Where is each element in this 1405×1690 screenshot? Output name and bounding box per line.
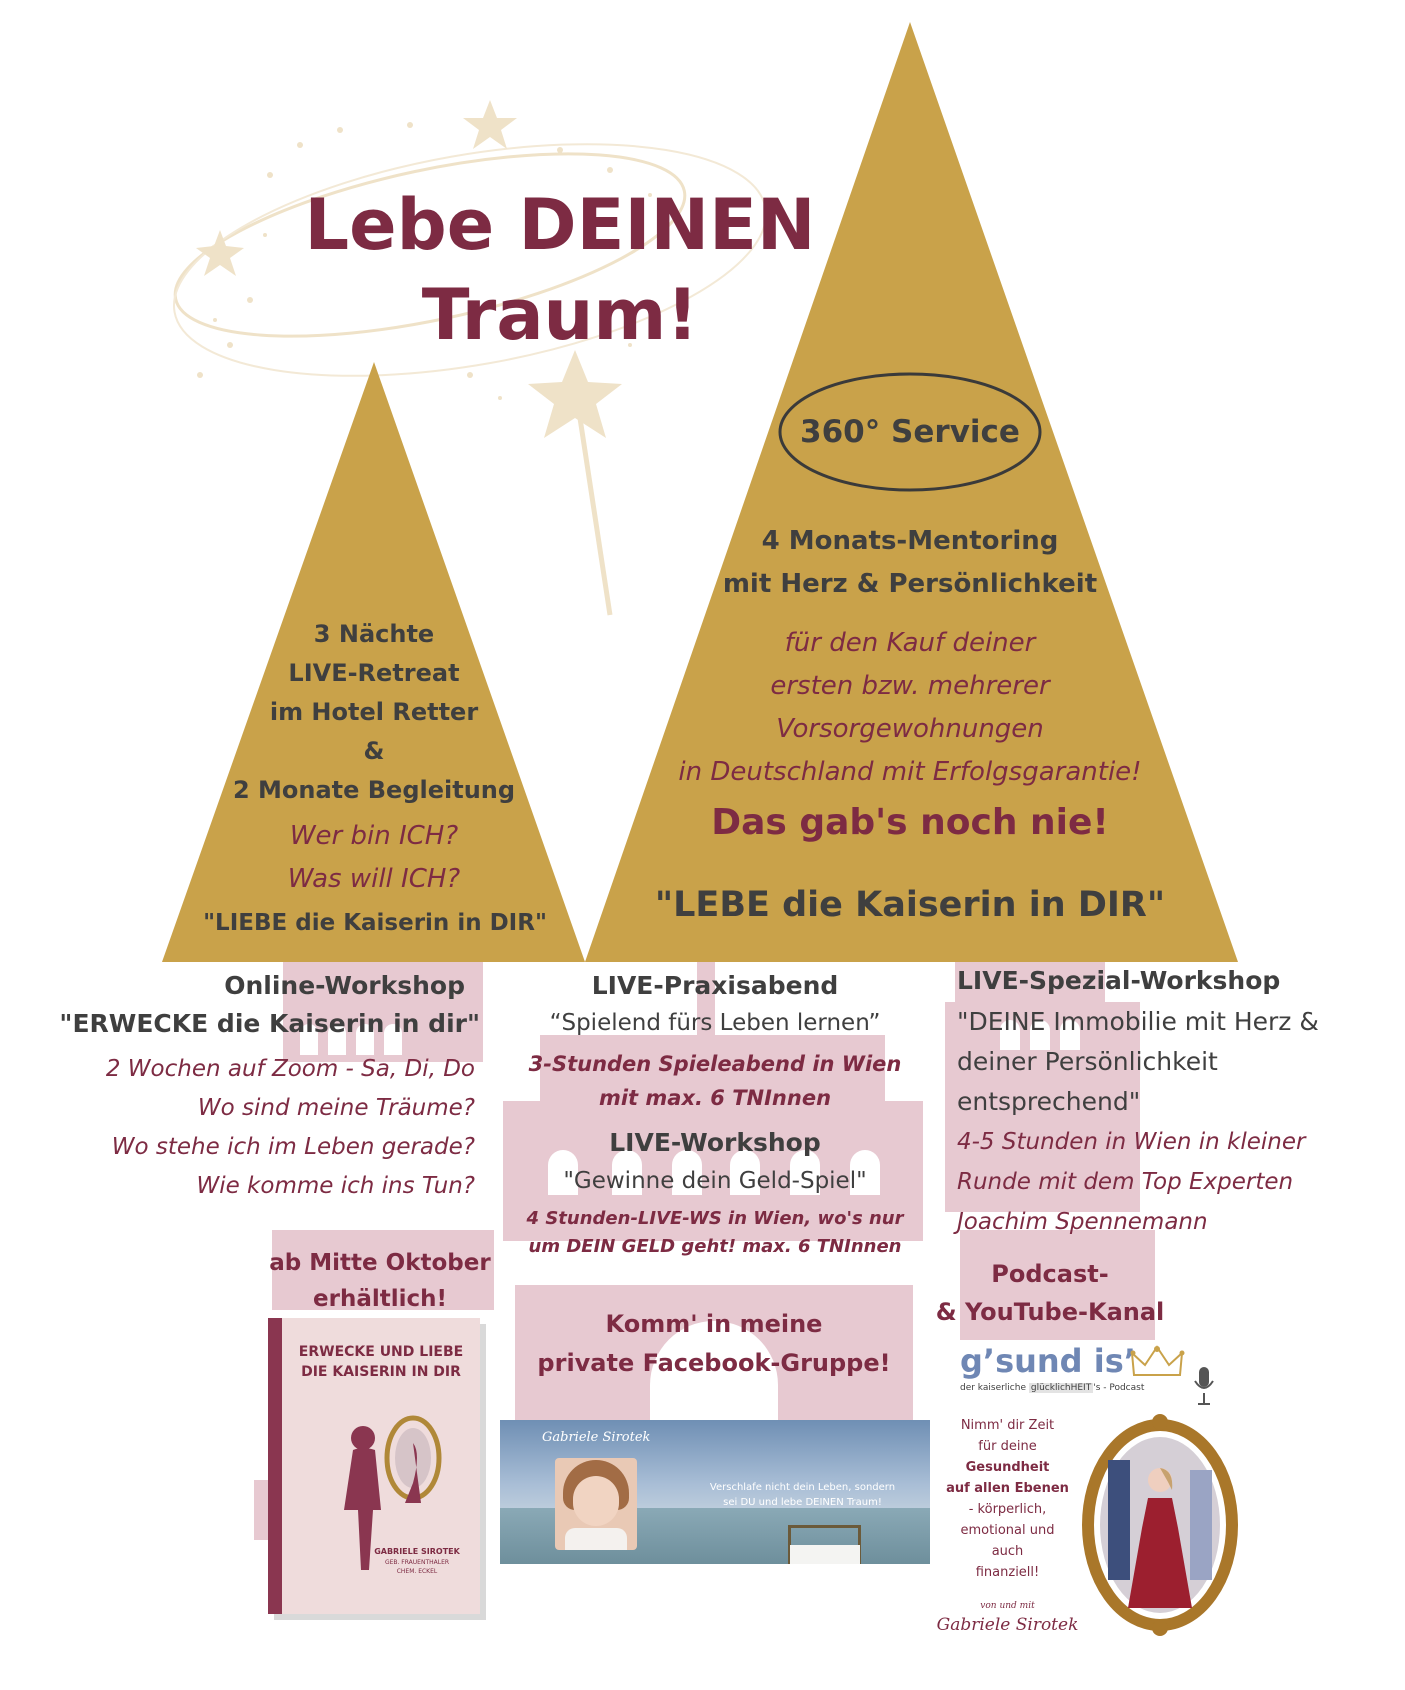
microphone-icon xyxy=(1194,1367,1214,1405)
right-peak-motto: "LEBE die Kaiserin in DIR" xyxy=(654,885,1166,925)
facebook-banner[interactable]: Gabriele Sirotek Verschlafe nicht dein L… xyxy=(500,1420,930,1564)
star-icon xyxy=(528,350,622,438)
mirror-portrait-icon xyxy=(1082,1414,1238,1636)
online-workshop-details: 2 Wochen auf Zoom - Sa, Di, Do Wo sind m… xyxy=(105,1056,475,1199)
badge-circle xyxy=(778,372,1042,492)
magic-wand xyxy=(575,404,613,616)
left-peak-motto: "LIEBE die Kaiserin in DIR" xyxy=(203,910,547,936)
star-icon xyxy=(196,230,244,276)
mentoring-description: für den Kauf deiner ersten bzw. mehrerer… xyxy=(678,628,1142,787)
banner-text: Verschlafe nicht dein Leben, sondern sei… xyxy=(709,1482,896,1508)
podcast-heading: Podcast- & YouTube-Kanal xyxy=(935,1260,1165,1326)
live-workshop-details: 4 Stunden-LIVE-WS in Wien, wo's nur um D… xyxy=(526,1208,904,1257)
castle-windows xyxy=(300,1020,1080,1420)
left-peak-offer: 3 Nächte LIVE-Retreat im Hotel Retter & … xyxy=(232,620,516,804)
service-badge: 360° Service xyxy=(800,414,1020,450)
crown-icon xyxy=(1130,1345,1185,1376)
spezial-workshop-name: "DEINE Immobilie mit Herz & deiner Persö… xyxy=(957,1007,1319,1116)
sparkle-dots xyxy=(197,122,652,400)
banner-signature: Gabriele Sirotek xyxy=(542,1430,651,1445)
praxisabend-subtitle: “Spielend fürs Leben lernen” xyxy=(549,1010,881,1036)
book-cover[interactable]: ERWECKE UND LIEBE DIE KAISERIN IN DIR GA… xyxy=(268,1318,486,1620)
swirl-line xyxy=(173,152,687,338)
signature: Gabriele Sirotek xyxy=(936,1615,1079,1635)
swirl-line xyxy=(172,143,768,377)
online-workshop-name: "ERWECKE die Kaiserin in dir" xyxy=(59,1009,480,1038)
title-line-2: Traum! xyxy=(421,274,699,356)
woman-silhouette-icon xyxy=(344,1415,442,1570)
signature-prefix: von und mit xyxy=(980,1601,1035,1611)
book-title: ERWECKE UND LIEBE DIE KAISERIN IN DIR xyxy=(298,1344,464,1380)
bed-icon xyxy=(788,1525,861,1564)
online-workshop-heading: Online-Workshop xyxy=(224,971,465,1000)
title-line-1: Lebe DEINEN xyxy=(304,184,816,266)
book-author-sub: GEB. FRAUENTHALER CHEM. ECKEL xyxy=(384,1559,450,1575)
live-workshop-heading: LIVE-Workshop xyxy=(609,1128,821,1157)
main-title: Lebe DEINEN Traum! xyxy=(280,180,840,360)
mentoring-heading: 4 Monats-Mentoring mit Herz & Persönlich… xyxy=(722,526,1098,599)
podcast-logo[interactable]: g’sund is’ xyxy=(960,1342,1136,1380)
book-availability: ab Mitte Oktober erhältlich! xyxy=(269,1250,491,1312)
highlight-text: Das gab's noch nie! xyxy=(711,802,1109,843)
left-peak xyxy=(162,362,585,962)
facebook-cta[interactable]: Komm' in meine private Facebook-Gruppe! xyxy=(537,1310,891,1377)
praxisabend-details: 3-Stunden Spieleabend in Wien mit max. 6… xyxy=(528,1052,902,1110)
podcast-message: Nimm' dir Zeit für deine Gesundheit auf … xyxy=(946,1418,1069,1580)
right-peak xyxy=(585,22,1238,962)
live-workshop-subtitle: "Gewinne dein Geld-Spiel" xyxy=(563,1168,867,1194)
banner-portrait xyxy=(555,1458,637,1550)
book-author: GABRIELE SIROTEK xyxy=(374,1547,460,1556)
podcast-logo-sub: der kaiserliche glücklichHEIT's - Podcas… xyxy=(960,1383,1145,1393)
spezial-workshop-details: 4-5 Stunden in Wien in kleiner Runde mit… xyxy=(957,1129,1306,1235)
praxisabend-heading: LIVE-Praxisabend xyxy=(591,971,839,1000)
star-icon xyxy=(463,100,517,149)
spezial-workshop-heading: LIVE-Spezial-Workshop xyxy=(957,966,1281,995)
left-peak-questions: Wer bin ICH? Was will ICH? xyxy=(287,821,461,894)
